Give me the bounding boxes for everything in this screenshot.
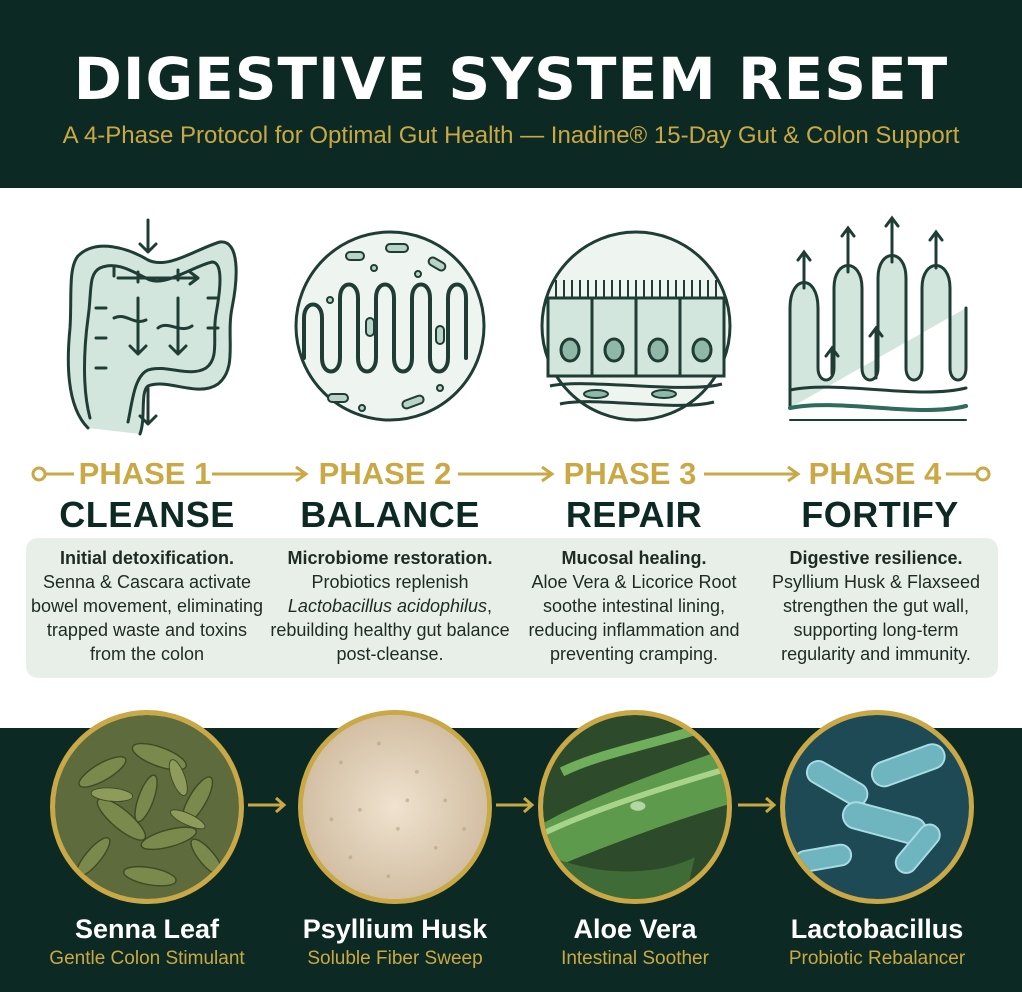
phase-3-lead: Mucosal healing. <box>561 548 707 568</box>
phase-2-label: PHASE 2 <box>318 456 452 491</box>
ingredient-4-name: Lactobacillus <box>790 914 964 944</box>
aloe-vera-photo <box>538 710 732 904</box>
psyllium-husk-photo <box>298 710 492 904</box>
ingredient-2-subtitle: Soluble Fiber Sweep <box>307 948 483 969</box>
phase-3-name: REPAIR <box>565 494 703 535</box>
phase-1-body: Senna & Cascara activate bowel movement,… <box>30 572 264 664</box>
phase-4-lead: Digestive resilience. <box>789 548 963 568</box>
ingredient-1-subtitle: Gentle Colon Stimulant <box>49 948 245 969</box>
page-subtitle: A 4-Phase Protocol for Optimal Gut Healt… <box>62 122 960 149</box>
phase-3-label: PHASE 3 <box>563 456 697 491</box>
ingredient-3-subtitle: Intestinal Soother <box>561 948 709 969</box>
phase-2-description: Microbiome restoration. Probiotics reple… <box>270 546 510 666</box>
ingredient-4-subtitle: Probiotic Rebalancer <box>788 948 966 969</box>
phase-2-body-post: , rebuilding healthy gut balance post-cl… <box>270 596 510 664</box>
arrow-right-icon <box>496 796 535 814</box>
phase-2-name: BALANCE <box>300 494 480 535</box>
phase-3-description: Mucosal healing. Aloe Vera & Licorice Ro… <box>514 546 754 666</box>
phase-2-body-italic: Lactobacillus acidophilus <box>287 596 488 616</box>
phase-1-lead: Initial detoxification. <box>59 548 234 568</box>
description-panel <box>26 538 998 678</box>
arrow-right-icon <box>738 796 777 814</box>
phase-1-name: CLEANSE <box>59 494 235 535</box>
colon-icon <box>48 208 248 444</box>
ingredient-2-name: Psyllium Husk <box>302 914 488 944</box>
phase-4-name: FORTIFY <box>801 494 959 535</box>
ingredient-1-name: Senna Leaf <box>74 914 220 944</box>
phase-timeline <box>31 465 991 483</box>
header-banner <box>0 0 1022 188</box>
phase-3-body: Aloe Vera & Licorice Root soothe intesti… <box>528 572 740 664</box>
microbiome-icon <box>290 208 490 444</box>
phase-2-body-pre: Probiotics replenish <box>311 572 469 592</box>
phase-1-description: Initial detoxification. Senna & Cascara … <box>27 546 267 666</box>
arrow-right-icon <box>248 796 287 814</box>
phase-1-label: PHASE 1 <box>78 456 212 491</box>
bacteria-photo <box>780 710 974 904</box>
mucosa-icon <box>536 208 736 444</box>
phase-4-description: Digestive resilience. Psyllium Husk & Fl… <box>756 546 996 666</box>
senna-leaf-photo <box>50 710 244 904</box>
phase-2-lead: Microbiome restoration. <box>287 548 493 568</box>
villi-icon <box>778 208 978 444</box>
page-title: DIGESTIVE SYSTEM RESET <box>73 45 949 113</box>
phase-4-body: Psyllium Husk & Flaxseed strengthen the … <box>771 572 981 664</box>
phase-4-label: PHASE 4 <box>808 456 942 491</box>
ingredient-3-name: Aloe Vera <box>573 914 697 944</box>
